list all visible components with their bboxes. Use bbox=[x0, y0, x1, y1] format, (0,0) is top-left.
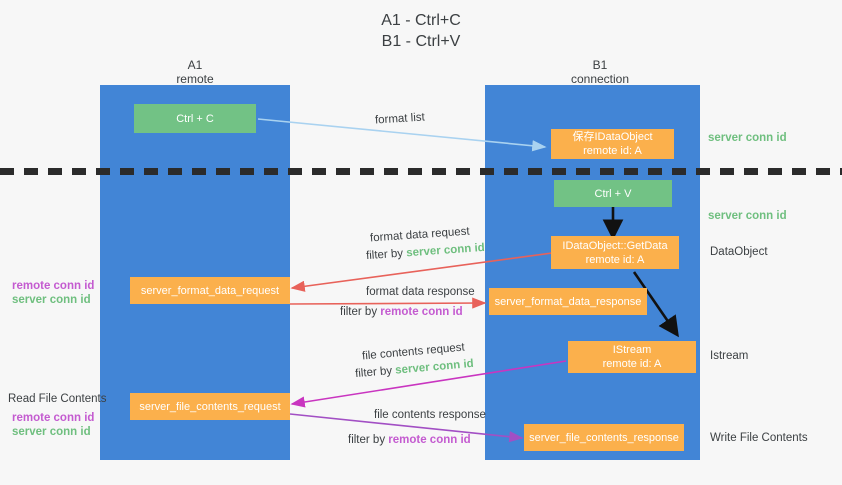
node-ctrl-v[interactable]: Ctrl + V bbox=[554, 180, 672, 207]
server-conn-id-inline-2: server conn id bbox=[394, 357, 475, 377]
node-idataobject-getdata[interactable]: IDataObject::GetData remote id: A bbox=[551, 236, 679, 269]
node-server-file-contents-request[interactable]: server_file_contents_request bbox=[130, 393, 290, 420]
edge-label-format-list: format list bbox=[374, 111, 426, 127]
phase-separator bbox=[0, 168, 842, 175]
right-label-server-conn-id-top: server conn id bbox=[708, 132, 787, 144]
left-label-server-conn-id-2: server conn id bbox=[12, 426, 91, 438]
node-server-format-data-request[interactable]: server_format_data_request bbox=[130, 277, 290, 304]
node-idataobject[interactable]: 保存IDataObject remote id: A bbox=[551, 129, 674, 159]
lane-header-b1: B1 connection bbox=[570, 58, 630, 86]
left-label-remote-conn-id-2: remote conn id bbox=[12, 412, 95, 424]
left-label-server-conn-id-1: server conn id bbox=[12, 294, 91, 306]
node-istream-line2: remote id: A bbox=[602, 358, 662, 370]
edge-label-file-contents-response: file contents response bbox=[374, 409, 486, 421]
right-label-dataobject: DataObject bbox=[710, 246, 768, 258]
node-idataobject-line1: 保存IDataObject bbox=[572, 131, 653, 143]
node-ctrl-c[interactable]: Ctrl + C bbox=[134, 104, 256, 133]
node-server-format-data-response[interactable]: server_format_data_response bbox=[489, 288, 647, 315]
node-ctrl-c-label: Ctrl + C bbox=[176, 112, 214, 125]
node-server-file-contents-response[interactable]: server_file_contents_response bbox=[524, 424, 684, 451]
edge-label-file-contents-response-filter: filter by remote conn id bbox=[348, 433, 471, 448]
node-server-file-contents-response-label: server_file_contents_response bbox=[529, 431, 679, 444]
node-getdata-line1: IDataObject::GetData bbox=[562, 239, 668, 252]
node-server-file-contents-request-label: server_file_contents_request bbox=[139, 400, 281, 413]
node-getdata-line2: remote id: A bbox=[585, 253, 645, 266]
filter-by-text-1: filter by bbox=[365, 247, 407, 263]
edge-label-format-data-response: format data response bbox=[366, 286, 475, 298]
edge-label-format-data-response-filter: filter by remote conn id bbox=[340, 305, 463, 320]
server-conn-id-inline-1: server conn id bbox=[405, 241, 486, 260]
right-label-write-file-contents: Write File Contents bbox=[710, 432, 808, 444]
node-server-format-data-request-label: server_format_data_request bbox=[140, 284, 280, 297]
node-server-format-data-response-label: server_format_data_response bbox=[494, 295, 642, 308]
node-idataobject-line2: remote id: A bbox=[583, 145, 642, 157]
right-label-server-conn-id-mid: server conn id bbox=[708, 210, 787, 222]
lane-header-a1: A1 remote bbox=[176, 58, 214, 86]
filter-by-text-4: filter by bbox=[348, 434, 389, 446]
node-istream-line1: IStream bbox=[612, 344, 652, 356]
node-ctrl-v-label: Ctrl + V bbox=[594, 187, 632, 200]
left-label-read-file-contents: Read File Contents bbox=[8, 393, 107, 405]
node-istream[interactable]: IStream remote id: A bbox=[568, 341, 696, 373]
filter-by-text-2: filter by bbox=[340, 306, 381, 318]
remote-conn-id-inline-1: remote conn id bbox=[380, 306, 463, 318]
left-label-remote-conn-id-1: remote conn id bbox=[12, 280, 95, 292]
right-label-istream: Istream bbox=[710, 350, 749, 362]
page-title: A1 - Ctrl+C B1 - Ctrl+V bbox=[381, 12, 461, 50]
remote-conn-id-inline-2: remote conn id bbox=[388, 434, 471, 446]
filter-by-text-3: filter by bbox=[354, 364, 396, 381]
